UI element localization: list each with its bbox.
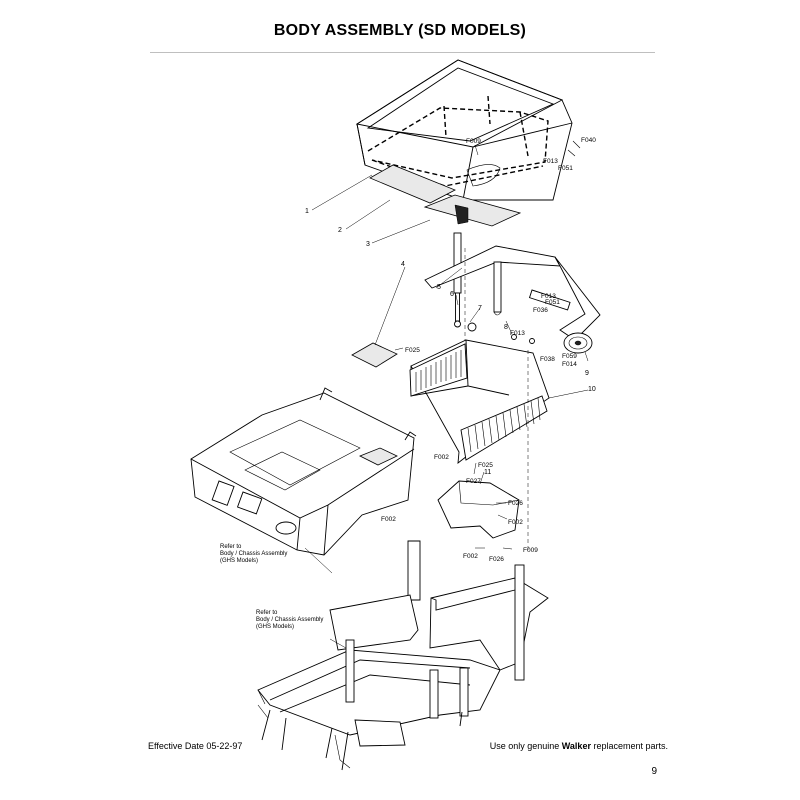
callout-4: 4	[401, 261, 405, 268]
callout-F002-guard: F002	[434, 454, 449, 461]
reference-note-lower: Refer to Body / Chassis Assembly (GHS Mo…	[256, 610, 323, 631]
body-chassis-upper	[190, 387, 417, 556]
page-title: BODY ASSEMBLY (SD MODELS)	[273, 22, 527, 39]
reference-note-line: (GHS Models)	[256, 624, 295, 630]
reference-note-line: Body / Chassis Assembly	[256, 617, 324, 623]
callout-F014: F014	[562, 361, 577, 368]
callout-2: 2	[338, 227, 342, 234]
reference-note-line: Body / Chassis Assembly	[220, 551, 288, 557]
upper-frame-bracket	[424, 245, 601, 344]
right-vent-grille	[460, 395, 548, 461]
effective-date: Effective Date 05-22-97	[148, 741, 243, 751]
callout-F025-plate: F025	[405, 347, 420, 354]
callout-F002-chassis: F002	[381, 516, 396, 523]
pulley-wheel	[563, 332, 593, 354]
notice-suffix: replacement parts.	[590, 741, 668, 751]
cover-plate	[351, 342, 398, 368]
callout-F027: F027	[466, 478, 481, 485]
leader-lines	[304, 144, 589, 649]
callout-F040: F040	[581, 137, 596, 144]
gas-strut	[453, 232, 462, 328]
callout-F059: F059	[562, 353, 577, 360]
callout-F002-low: F002	[463, 553, 478, 560]
genuine-parts-notice: Use only genuine Walker replacement part…	[490, 741, 668, 751]
callout-F002-cover: F002	[508, 519, 523, 526]
callout-5: 5	[437, 284, 441, 291]
callout-F013-top: F013	[543, 158, 558, 165]
callout-3: 3	[366, 241, 370, 248]
callout-9: 9	[585, 370, 589, 377]
callout-8: 8	[504, 324, 508, 331]
callout-10: 10	[588, 386, 596, 393]
reference-note-line: Refer to	[256, 610, 278, 616]
notice-prefix: Use only genuine	[489, 741, 562, 751]
reference-note-line: (GHS Models)	[220, 558, 259, 564]
brand-name: Walker	[561, 741, 591, 751]
mounting-plates	[369, 164, 522, 227]
lower-cover	[437, 480, 520, 539]
left-vent-grille	[409, 343, 468, 397]
callout-1: 1	[305, 208, 309, 215]
page-number: 9	[651, 766, 657, 777]
hopper-box	[355, 59, 581, 201]
callout-F036: F036	[533, 307, 548, 314]
callout-labels: 1 2 3 4 5 6 7 8 9 10 11 F009 F040 F013 F…	[305, 137, 596, 563]
callout-6: 6	[450, 291, 454, 298]
callout-F038: F038	[540, 356, 555, 363]
callout-F013-low: F013	[510, 330, 525, 337]
reference-note-line: Refer to	[220, 544, 242, 550]
callout-F025-cover: F025	[478, 462, 493, 469]
reference-note-upper: Refer to Body / Chassis Assembly (GHS Mo…	[220, 544, 287, 565]
callout-7: 7	[478, 305, 482, 312]
callout-F009-top: F009	[466, 138, 481, 145]
lower-chassis-frame	[257, 540, 549, 771]
callout-F013-mid: F013	[541, 293, 556, 300]
callout-F026-top: F026	[508, 500, 523, 507]
callout-F051-top: F051	[558, 165, 573, 172]
callout-F026-low: F026	[489, 556, 504, 563]
callout-11: 11	[484, 469, 491, 476]
title-divider	[150, 52, 655, 53]
callout-F009-low: F009	[523, 547, 538, 554]
callout-F051-mid: F051	[545, 299, 560, 306]
